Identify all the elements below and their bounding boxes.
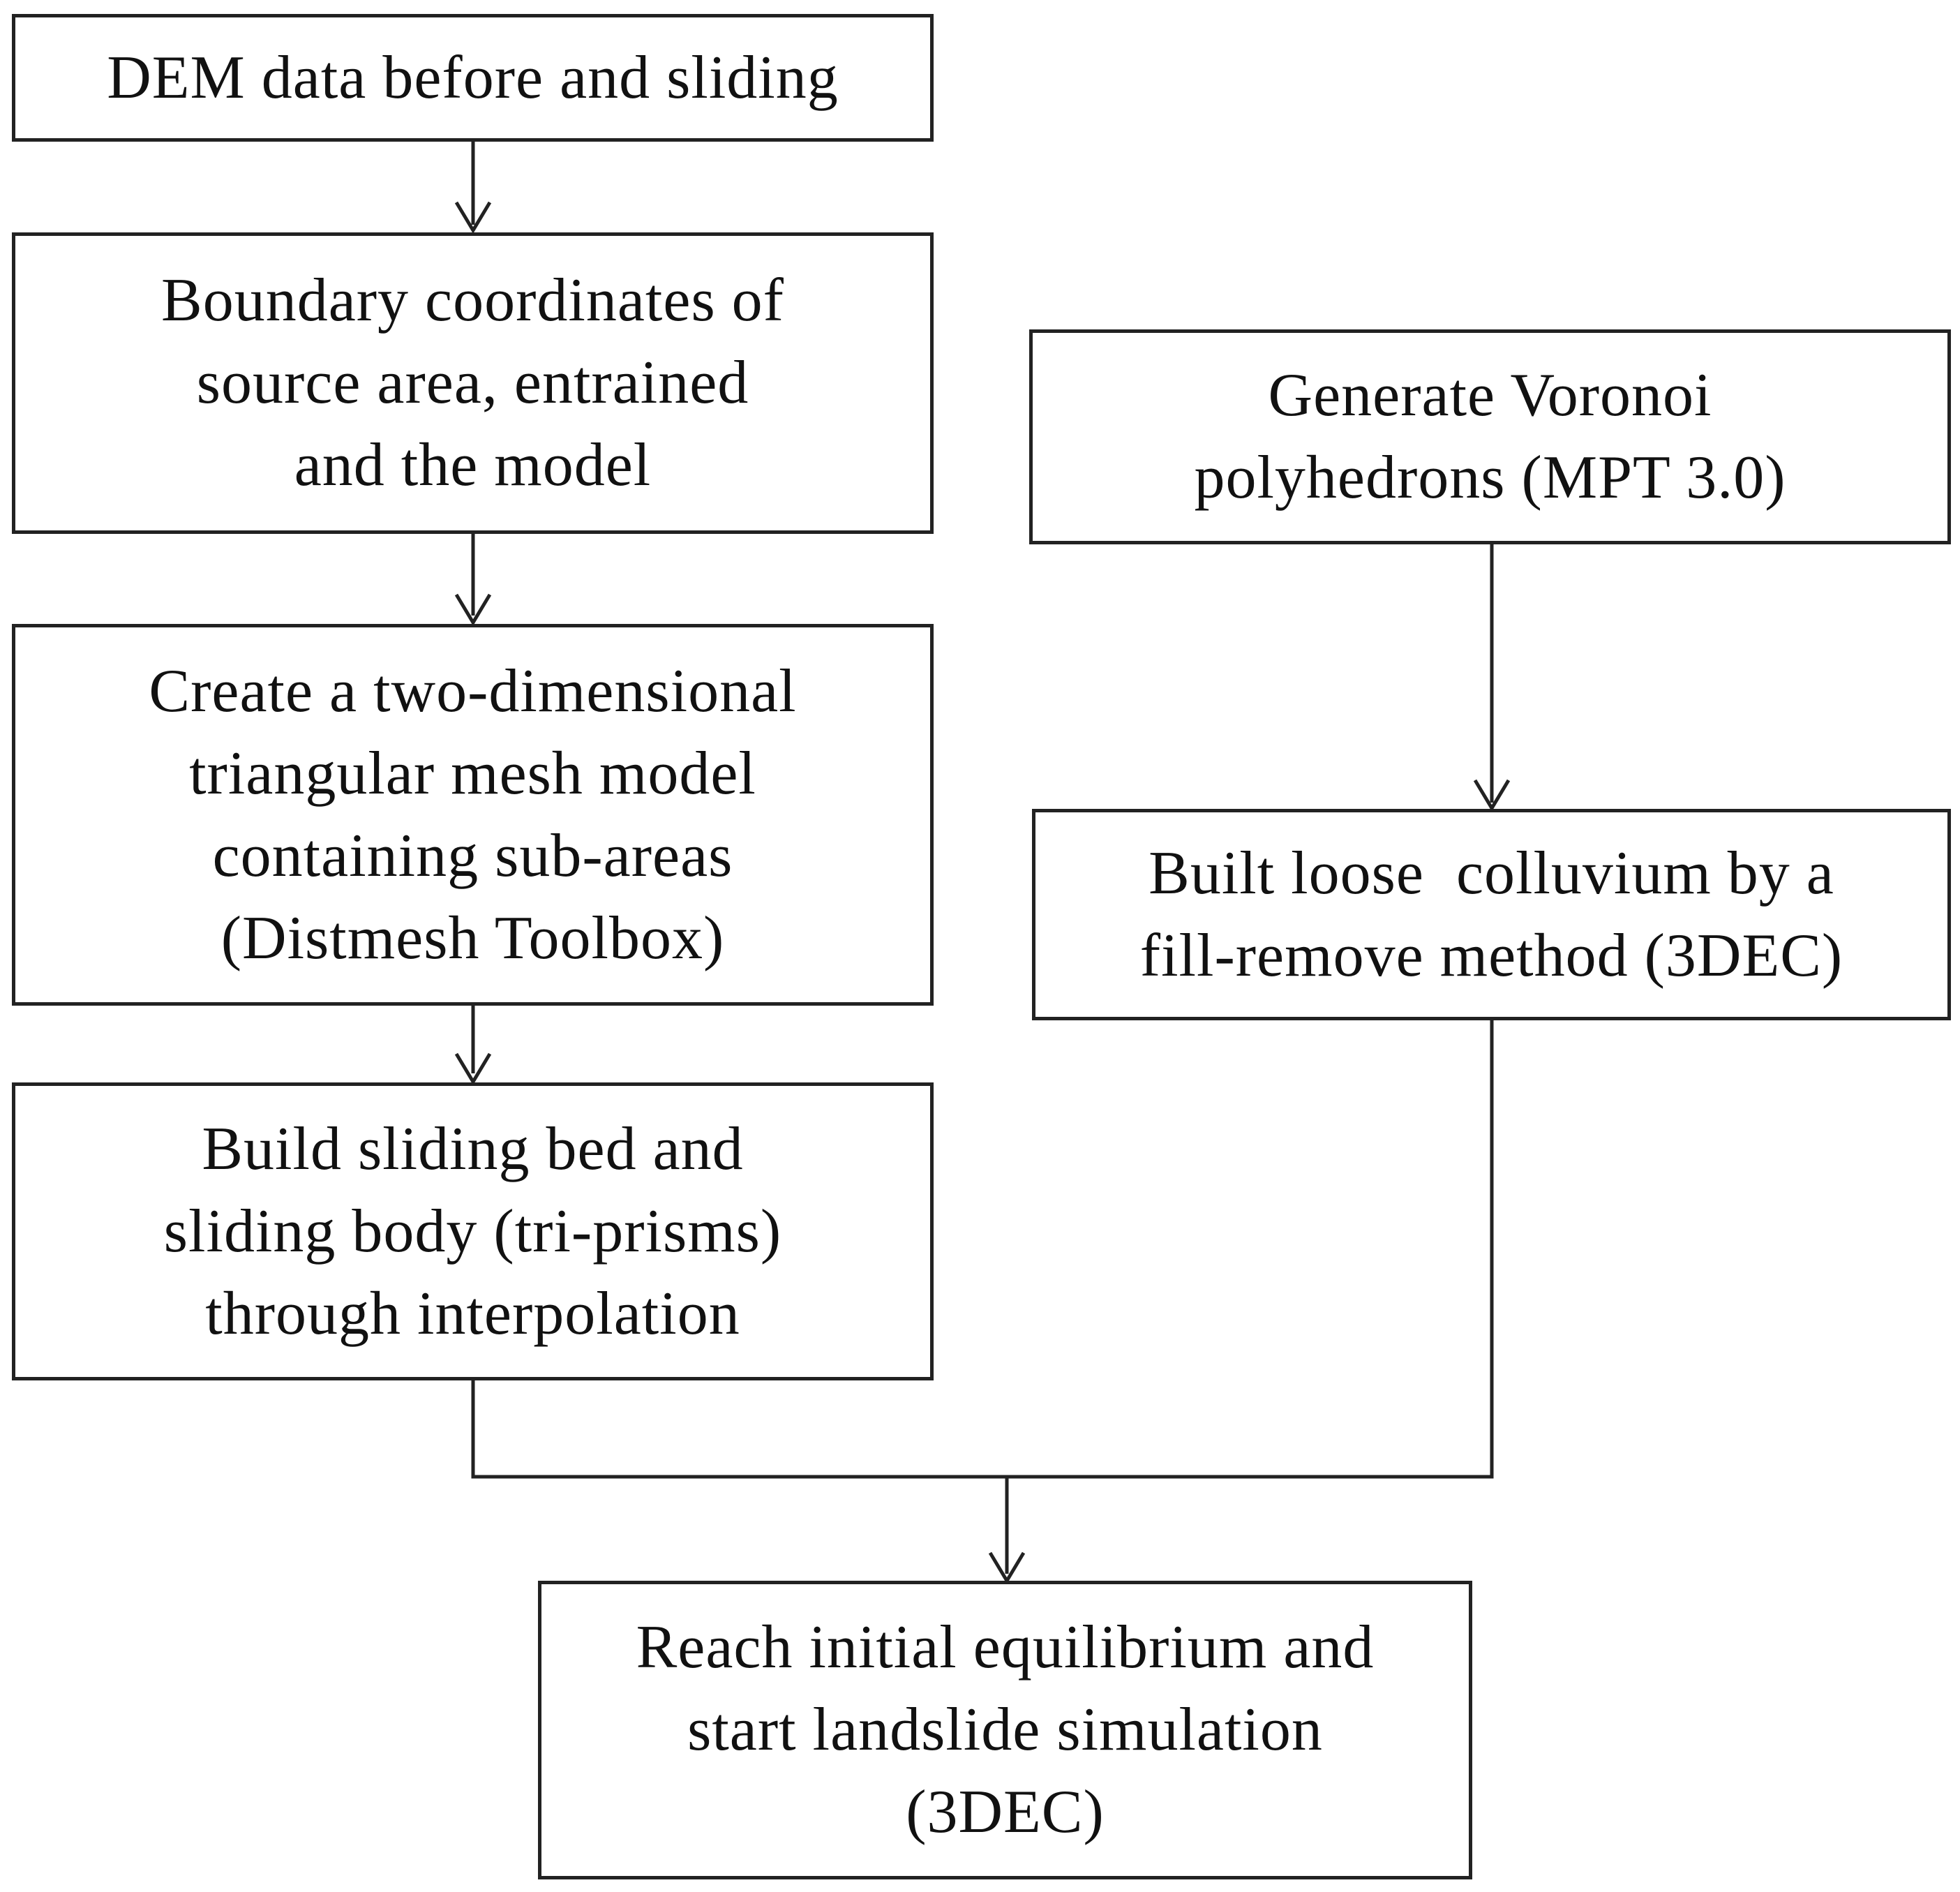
triangular-mesh-line-4: (Distmesh Toolbox) [220,904,725,972]
loose-colluvium-line-2: fill-remove method (3DEC) [1139,921,1843,990]
loose-colluvium-box: Built loose colluvium by a fill-remove m… [1032,809,1951,1020]
dem-data-line-1: DEM data before and sliding [107,43,839,112]
merge-connector [471,1020,1494,1479]
initial-equilibrium-line-3: (3DEC) [906,1778,1105,1846]
initial-equilibrium-box: Reach initial equilibrium and start land… [538,1581,1472,1879]
sliding-bed-body-line-2: sliding body (tri-prisms) [163,1197,782,1265]
triangular-mesh-line-2: triangular mesh model [189,739,756,807]
boundary-coordinates-line-1: Boundary coordinates of [161,267,784,334]
voronoi-box: Generate Voronoi polyhedrons (MPT 3.0) [1029,329,1951,544]
triangular-mesh-line-1: Create a two-dimensional [149,657,797,725]
voronoi-line-1: Generate Voronoi [1268,362,1712,429]
arrowhead-voronoi-to-colluvium [1473,779,1511,812]
boundary-coordinates-box: Boundary coordinates of source area, ent… [12,232,934,534]
boundary-coordinates-line-2: source area, entrained [196,349,749,417]
sliding-bed-body-box: Build sliding bed and sliding body (tri-… [12,1082,934,1380]
triangular-mesh-line-3: containing sub-areas [212,821,733,890]
loose-colluvium-line-1: Built loose colluvium by a [1149,839,1834,907]
sliding-bed-body-line-3: through interpolation [205,1279,740,1348]
boundary-coordinates-line-3: and the model [294,431,652,499]
arrowhead-dem-to-boundary [454,201,492,234]
sliding-bed-body-line-1: Build sliding bed and [202,1115,744,1183]
initial-equilibrium-line-1: Reach initial equilibrium and [636,1614,1375,1681]
initial-equilibrium-line-2: start landslide simulation [687,1696,1323,1764]
triangular-mesh-box: Create a two-dimensional triangular mesh… [12,624,934,1006]
arrowhead-mesh-to-sliding [454,1052,492,1085]
dem-data-box: DEM data before and sliding [12,14,934,142]
arrowhead-boundary-to-mesh [454,593,492,626]
voronoi-line-2: polyhedrons (MPT 3.0) [1194,444,1786,512]
